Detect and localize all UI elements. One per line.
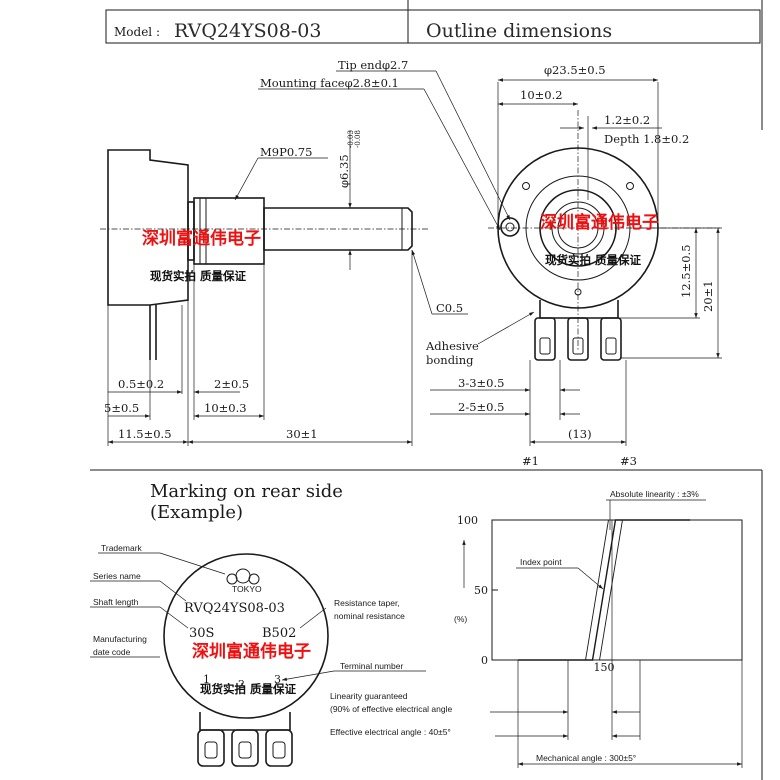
watermark-company: 深圳富通伟电子 bbox=[142, 228, 261, 249]
terminal-mark-2: 2 bbox=[238, 678, 245, 691]
adhesive-label-1: Adhesive bbox=[425, 339, 479, 353]
effective-angle-label: Effective electrical angle : 40±5° bbox=[330, 727, 451, 737]
locating-tab bbox=[500, 217, 520, 237]
plot-layer bbox=[511, 519, 697, 661]
shaft bbox=[263, 207, 413, 251]
terminal-number-label: Terminal number bbox=[340, 661, 403, 671]
dim-12-5: 12.5±0.5 bbox=[679, 244, 693, 298]
linearity-pct-label: (90% of effective electrical angle bbox=[330, 704, 452, 714]
marking-title: Marking on rear side bbox=[150, 481, 343, 502]
shaft-diameter-label: φ6.35 bbox=[337, 154, 351, 188]
shaft-value: 30S bbox=[189, 626, 214, 641]
dim-13: (13) bbox=[568, 427, 592, 441]
watermark-slogan-2: 现货实拍 质量保证 bbox=[545, 253, 642, 267]
y-unit: (%) bbox=[454, 614, 467, 624]
chamfer-label: C0.5 bbox=[436, 301, 463, 315]
tolerance-band-upper bbox=[511, 519, 683, 661]
terminal-1 bbox=[534, 317, 556, 361]
dim-11-5: 11.5±0.5 bbox=[118, 427, 172, 441]
brand-logo bbox=[235, 568, 251, 584]
dim-depth: Depth 1.8±0.2 bbox=[604, 132, 689, 146]
series-name-label: Series name bbox=[93, 571, 141, 581]
rear-body-outline bbox=[163, 553, 329, 719]
model-value: RVQ24YS08-03 bbox=[174, 20, 321, 42]
marking-section: Marking on rear side (Example) TOKYO RVQ… bbox=[90, 481, 426, 767]
linearity-guaranteed-label: Linearity guaranteed bbox=[330, 691, 408, 701]
characteristic-chart: 100 50 0 (%) 150 Index point Absolute li… bbox=[330, 489, 743, 768]
watermark-company-3: 深圳富通伟电子 bbox=[192, 641, 311, 662]
shaft-length-label: Shaft length bbox=[93, 597, 139, 607]
terminal-3-label: #3 bbox=[620, 454, 637, 468]
absolute-linearity-label: Absolute linearity : ±3% bbox=[610, 489, 699, 499]
dim-2-5: 2-5±0.5 bbox=[458, 400, 504, 414]
dim-10: 10±0.3 bbox=[204, 401, 247, 415]
side-view: φ6.35 -0.03 -0.08 M9P0.75 Tip endφ2.7 Mo… bbox=[100, 58, 511, 446]
terminal-mark-1: 1 bbox=[203, 673, 210, 686]
dim-30: 30±1 bbox=[286, 427, 318, 441]
page-title: Outline dimensions bbox=[426, 20, 612, 42]
dim-5: 5±0.5 bbox=[104, 401, 139, 415]
rear-terminal-2 bbox=[231, 729, 259, 767]
x-tick-150: 150 bbox=[594, 661, 615, 674]
index-point-label: Index point bbox=[520, 557, 562, 567]
chart-frame bbox=[491, 519, 743, 661]
marking-subtitle: (Example) bbox=[150, 502, 243, 523]
front-view: φ23.5±0.5 10±0.2 1.2±0.2 Depth 1.8±0.2 1… bbox=[425, 63, 722, 468]
curve-series-line bbox=[518, 519, 690, 661]
dim-0-5: 0.5±0.2 bbox=[118, 377, 164, 391]
tolerance-band-lower bbox=[525, 519, 697, 661]
watermark-slogan-3: 现货实拍 质量保证 bbox=[200, 682, 297, 696]
shaft-tol-upper: -0.03 bbox=[347, 130, 355, 148]
trademark-label: Trademark bbox=[101, 543, 143, 553]
dim-2: 2±0.5 bbox=[214, 377, 249, 391]
mounting-face-label: Mounting faceφ2.8±0.1 bbox=[260, 76, 399, 90]
adhesive-label-2: bonding bbox=[426, 353, 474, 367]
dim-dia-23-5: φ23.5±0.5 bbox=[544, 63, 606, 77]
tip-end-label: Tip endφ2.7 bbox=[338, 58, 408, 72]
model-label: Model : bbox=[114, 25, 160, 39]
dim-3-3: 3-3±0.5 bbox=[458, 376, 504, 390]
resistance-taper-label: Resistance taper, bbox=[334, 598, 400, 608]
nominal-resistance-label: nominal resistance bbox=[334, 611, 405, 621]
watermark-slogan: 现货实拍 质量保证 bbox=[150, 269, 247, 283]
rear-terminal-3 bbox=[265, 729, 293, 767]
terminal-mark-3: 3 bbox=[274, 673, 281, 686]
y-tick-0: 0 bbox=[481, 654, 488, 667]
y-tick-100: 100 bbox=[457, 514, 478, 527]
shaft-tol-lower: -0.08 bbox=[354, 130, 362, 148]
dim-20: 20±1 bbox=[701, 280, 715, 312]
terminal-1-label: #1 bbox=[522, 454, 539, 468]
dim-1-2: 1.2±0.2 bbox=[604, 113, 650, 127]
dim-10-front: 10±0.2 bbox=[520, 88, 563, 102]
thread-label: M9P0.75 bbox=[260, 145, 312, 159]
brand-name: TOKYO bbox=[232, 584, 262, 594]
y-tick-50: 50 bbox=[474, 584, 488, 597]
mechanical-angle-label: Mechanical angle : 300±5° bbox=[536, 753, 636, 763]
rear-terminal-1 bbox=[197, 729, 225, 767]
header-frame bbox=[105, 9, 761, 44]
manufacturing-label: Manufacturing bbox=[93, 634, 147, 644]
series-value: RVQ24YS08-03 bbox=[184, 601, 285, 616]
watermark-company-2: 深圳富通伟电子 bbox=[540, 212, 659, 233]
resistance-value: B502 bbox=[262, 626, 296, 641]
date-code-label: date code bbox=[93, 647, 131, 657]
